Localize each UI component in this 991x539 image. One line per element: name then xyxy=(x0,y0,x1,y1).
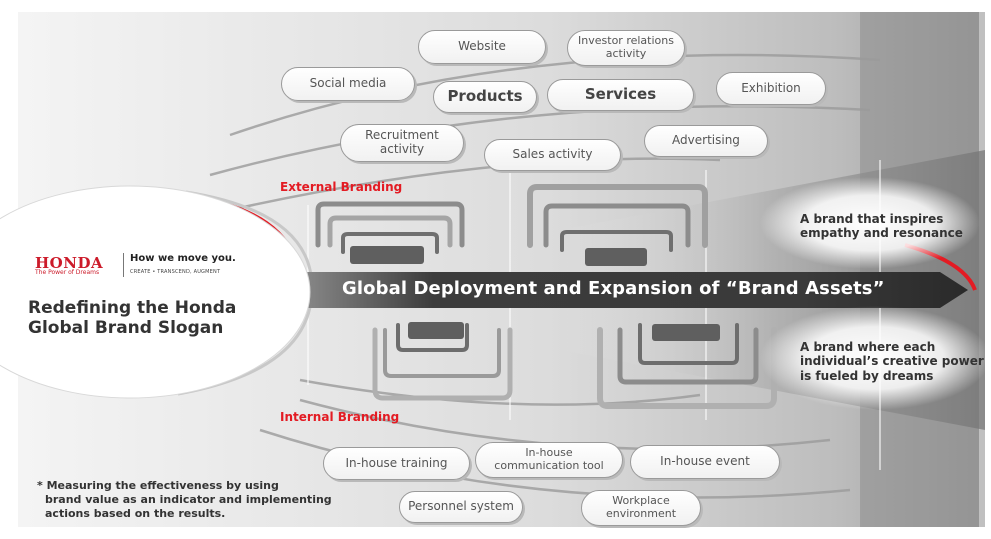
external-item: Website xyxy=(418,30,546,64)
internal-item: In-house event xyxy=(630,445,780,479)
external-item: Exhibition xyxy=(716,72,826,105)
arrow-label: Global Deployment and Expansion of “Bran… xyxy=(342,278,885,299)
honda-tagline: The Power of Dreams xyxy=(35,269,100,276)
external-item: Recruitment activity xyxy=(340,124,464,162)
brand-slogan: How we move you. xyxy=(130,253,236,264)
external-item: Investor relations activity xyxy=(567,30,685,66)
honda-logo: HONDA xyxy=(35,254,104,272)
brand-slogan-subline: CREATE • TRANSCEND, AUGMENT xyxy=(130,269,221,275)
internal-item: Workplace environment xyxy=(581,490,701,526)
internal-item: In-house training xyxy=(323,447,470,480)
brand-empathy-text: A brand that inspires empathy and resona… xyxy=(800,212,963,241)
internal-item: Personnel system xyxy=(399,491,523,523)
internal-branding-label: Internal Branding xyxy=(280,410,400,424)
footnote-line: actions based on the results. xyxy=(45,506,226,520)
external-item: Services xyxy=(547,79,694,111)
footnote-line: brand value as an indicator and implemen… xyxy=(45,492,332,506)
internal-item: In-house communication tool xyxy=(475,442,623,478)
footnote: * Measuring the effectiveness by using b… xyxy=(37,479,332,520)
brand-dreams-text: A brand where each individual’s creative… xyxy=(800,340,984,383)
external-branding-label: External Branding xyxy=(280,180,403,194)
external-item: Sales activity xyxy=(484,139,621,171)
logo-divider xyxy=(123,253,124,277)
diagram-title: Redefining the Honda Global Brand Slogan xyxy=(28,298,237,339)
external-item: Social media xyxy=(281,67,415,101)
external-item: Advertising xyxy=(644,125,768,157)
footnote-line: * Measuring the effectiveness by using xyxy=(37,479,279,492)
external-item: Products xyxy=(433,81,537,113)
